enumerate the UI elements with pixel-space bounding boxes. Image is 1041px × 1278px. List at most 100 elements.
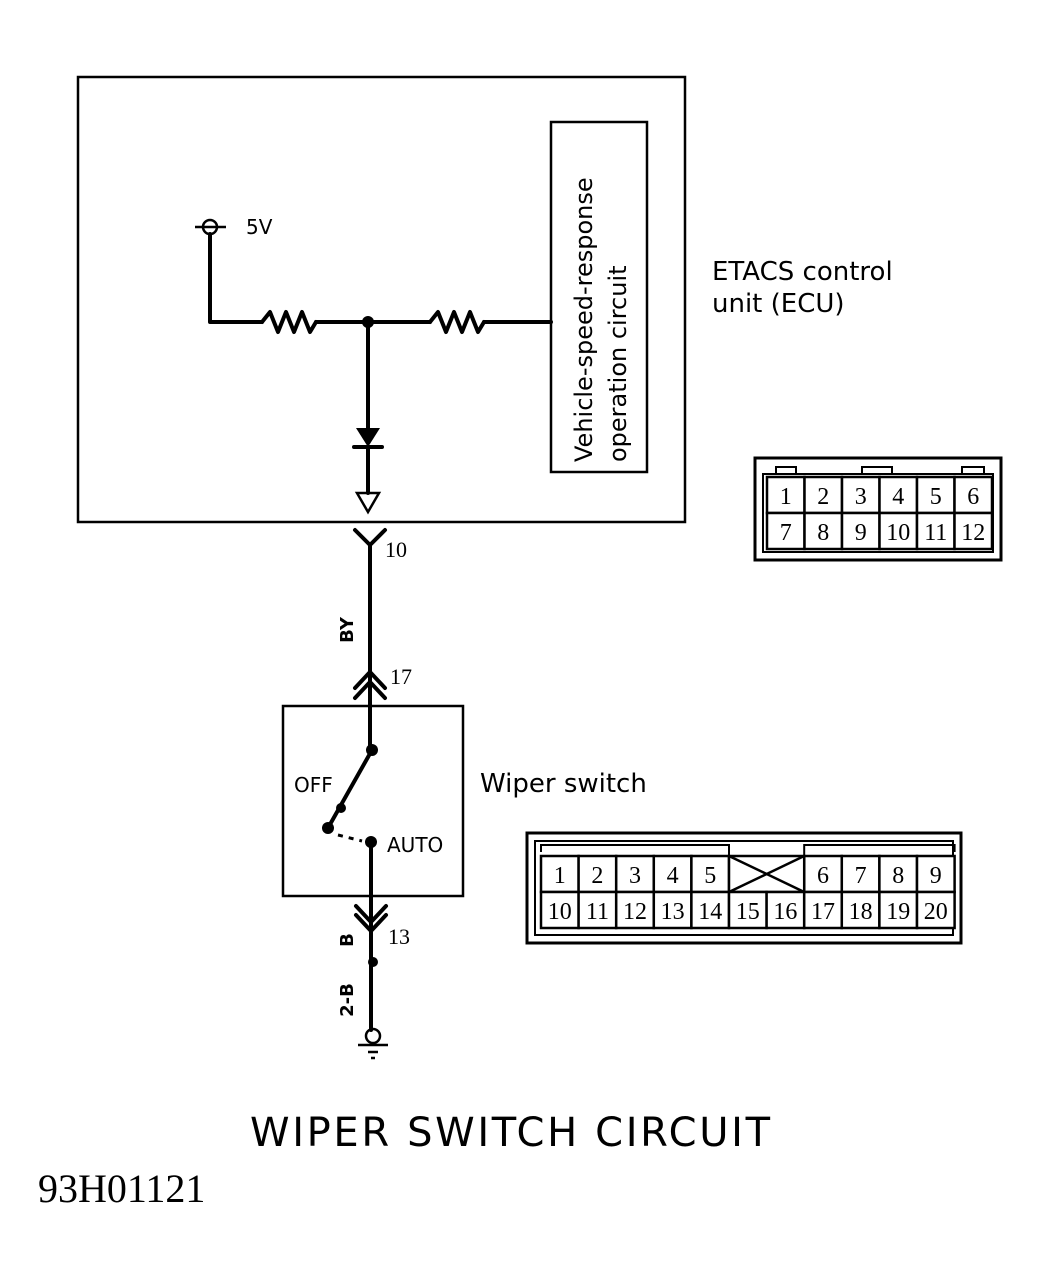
switch-pos-auto: AUTO [387, 833, 443, 857]
output-triangle-icon [354, 491, 382, 515]
pin-number: 10 [548, 899, 572, 925]
pin-number: 8 [817, 520, 829, 546]
pin-number: 18 [849, 899, 873, 925]
subcircuit-box [549, 120, 649, 474]
wire-b-label: B [337, 933, 358, 947]
terminal-17-label: 17 [390, 664, 412, 689]
resistor-2-icon [428, 310, 486, 334]
connector-pin: 11 [577, 890, 618, 930]
connector-pin: 14 [690, 890, 731, 930]
pin-number: 4 [892, 484, 904, 510]
pin-number: 3 [629, 863, 641, 889]
pin-number: 19 [886, 899, 910, 925]
pin-number: 8 [892, 863, 904, 889]
switch-lever-icon [326, 748, 374, 830]
female-terminal-icon [353, 528, 387, 547]
switch-pivot [322, 822, 334, 834]
pin-number: 3 [855, 484, 867, 510]
pin-number: 14 [698, 899, 722, 925]
switch-lever-dot [336, 803, 346, 813]
connector-pin: 15 [727, 890, 768, 930]
pin-number: 15 [736, 899, 760, 925]
wire-5v [208, 232, 264, 324]
pin-number: 11 [924, 520, 947, 546]
pin-number: 9 [930, 863, 942, 889]
male-terminal-icon [353, 670, 387, 700]
connector-pin: 4 [652, 854, 693, 894]
pin-number: 6 [817, 863, 829, 889]
connector-pin: 20 [915, 890, 956, 930]
connector-pin: 10 [539, 890, 580, 930]
diagram-title: WIPER SWITCH CIRCUIT [250, 1110, 771, 1156]
pin-number: 7 [855, 863, 867, 889]
terminal-10-label: 10 [385, 537, 407, 562]
pin-number: 2 [591, 863, 603, 889]
connector-pin: 6 [802, 854, 844, 894]
connector-pin: 8 [803, 511, 844, 551]
connector-pin: 2 [803, 475, 844, 515]
wire-2b-label: 2-B [337, 983, 358, 1017]
connector-pin: 13 [652, 890, 693, 930]
supply-label: 5V [246, 215, 273, 239]
connector-pin: 9 [840, 511, 881, 551]
pin-number: 6 [967, 484, 979, 510]
connector-pin: 6 [953, 475, 994, 515]
resistor-1-icon [260, 310, 318, 334]
switch-dashed-path [337, 833, 363, 843]
connector-pin: 18 [840, 890, 881, 930]
connector-pin: 8 [878, 854, 919, 894]
pin-number: 10 [886, 520, 910, 546]
ground-icon [358, 1027, 388, 1060]
ecu-box [76, 75, 687, 524]
pin-number: 5 [704, 863, 716, 889]
connector-pin: 11 [915, 511, 956, 551]
connector-pin: 5 [915, 475, 956, 515]
pin-number: 4 [667, 863, 679, 889]
connector-pin: 3 [614, 854, 656, 894]
connector-pin: 10 [878, 511, 919, 551]
connector-pin: 1 [539, 854, 580, 894]
splice-dot [368, 957, 378, 967]
pin-number: 11 [586, 899, 609, 925]
diode-icon [352, 428, 384, 449]
subcircuit-label-line1: Vehicle-speed-response [570, 177, 598, 462]
connector-pin: 19 [878, 890, 919, 930]
figure-id: 93H01121 [38, 1166, 205, 1211]
connector-pin: 16 [765, 890, 806, 930]
supply-5v-icon [195, 218, 226, 236]
pin-number: 12 [623, 899, 647, 925]
pin-number: 17 [811, 899, 835, 925]
pin-number: 7 [780, 520, 792, 546]
pin-number: 2 [817, 484, 829, 510]
connector-pin: 5 [690, 854, 731, 894]
connector-pin: 7 [765, 511, 806, 551]
pin-number: 1 [780, 484, 792, 510]
connector-pin: 12 [953, 511, 994, 551]
wiper-switch-label: Wiper switch [480, 769, 647, 799]
pin-number: 13 [661, 899, 685, 925]
connector-pin: 12 [614, 890, 656, 930]
pin-number: 5 [930, 484, 942, 510]
pin-number: 16 [773, 899, 797, 925]
wire-by-label: BY [337, 616, 358, 643]
ecu-label-line1: ETACS control [712, 257, 893, 287]
ecu-label-line2: unit (ECU) [712, 289, 845, 319]
subcircuit-label-line2: operation circuit [604, 265, 632, 462]
pin-number: 9 [855, 520, 867, 546]
terminal-13-label: 13 [388, 924, 410, 949]
pin-number: 12 [961, 520, 985, 546]
switch-pos-off: OFF [294, 773, 333, 797]
connector-pin: 1 [765, 475, 806, 515]
male-terminal-icon [354, 904, 388, 933]
connector-pin: 2 [577, 854, 618, 894]
connector-pin: 9 [915, 854, 956, 894]
pin-number: 20 [924, 899, 948, 925]
connector-pin: 17 [802, 890, 844, 930]
connector-pin: 7 [840, 854, 881, 894]
connector-pin: 3 [840, 475, 881, 515]
connector-pin: 4 [878, 475, 919, 515]
pin-number: 1 [554, 863, 566, 889]
